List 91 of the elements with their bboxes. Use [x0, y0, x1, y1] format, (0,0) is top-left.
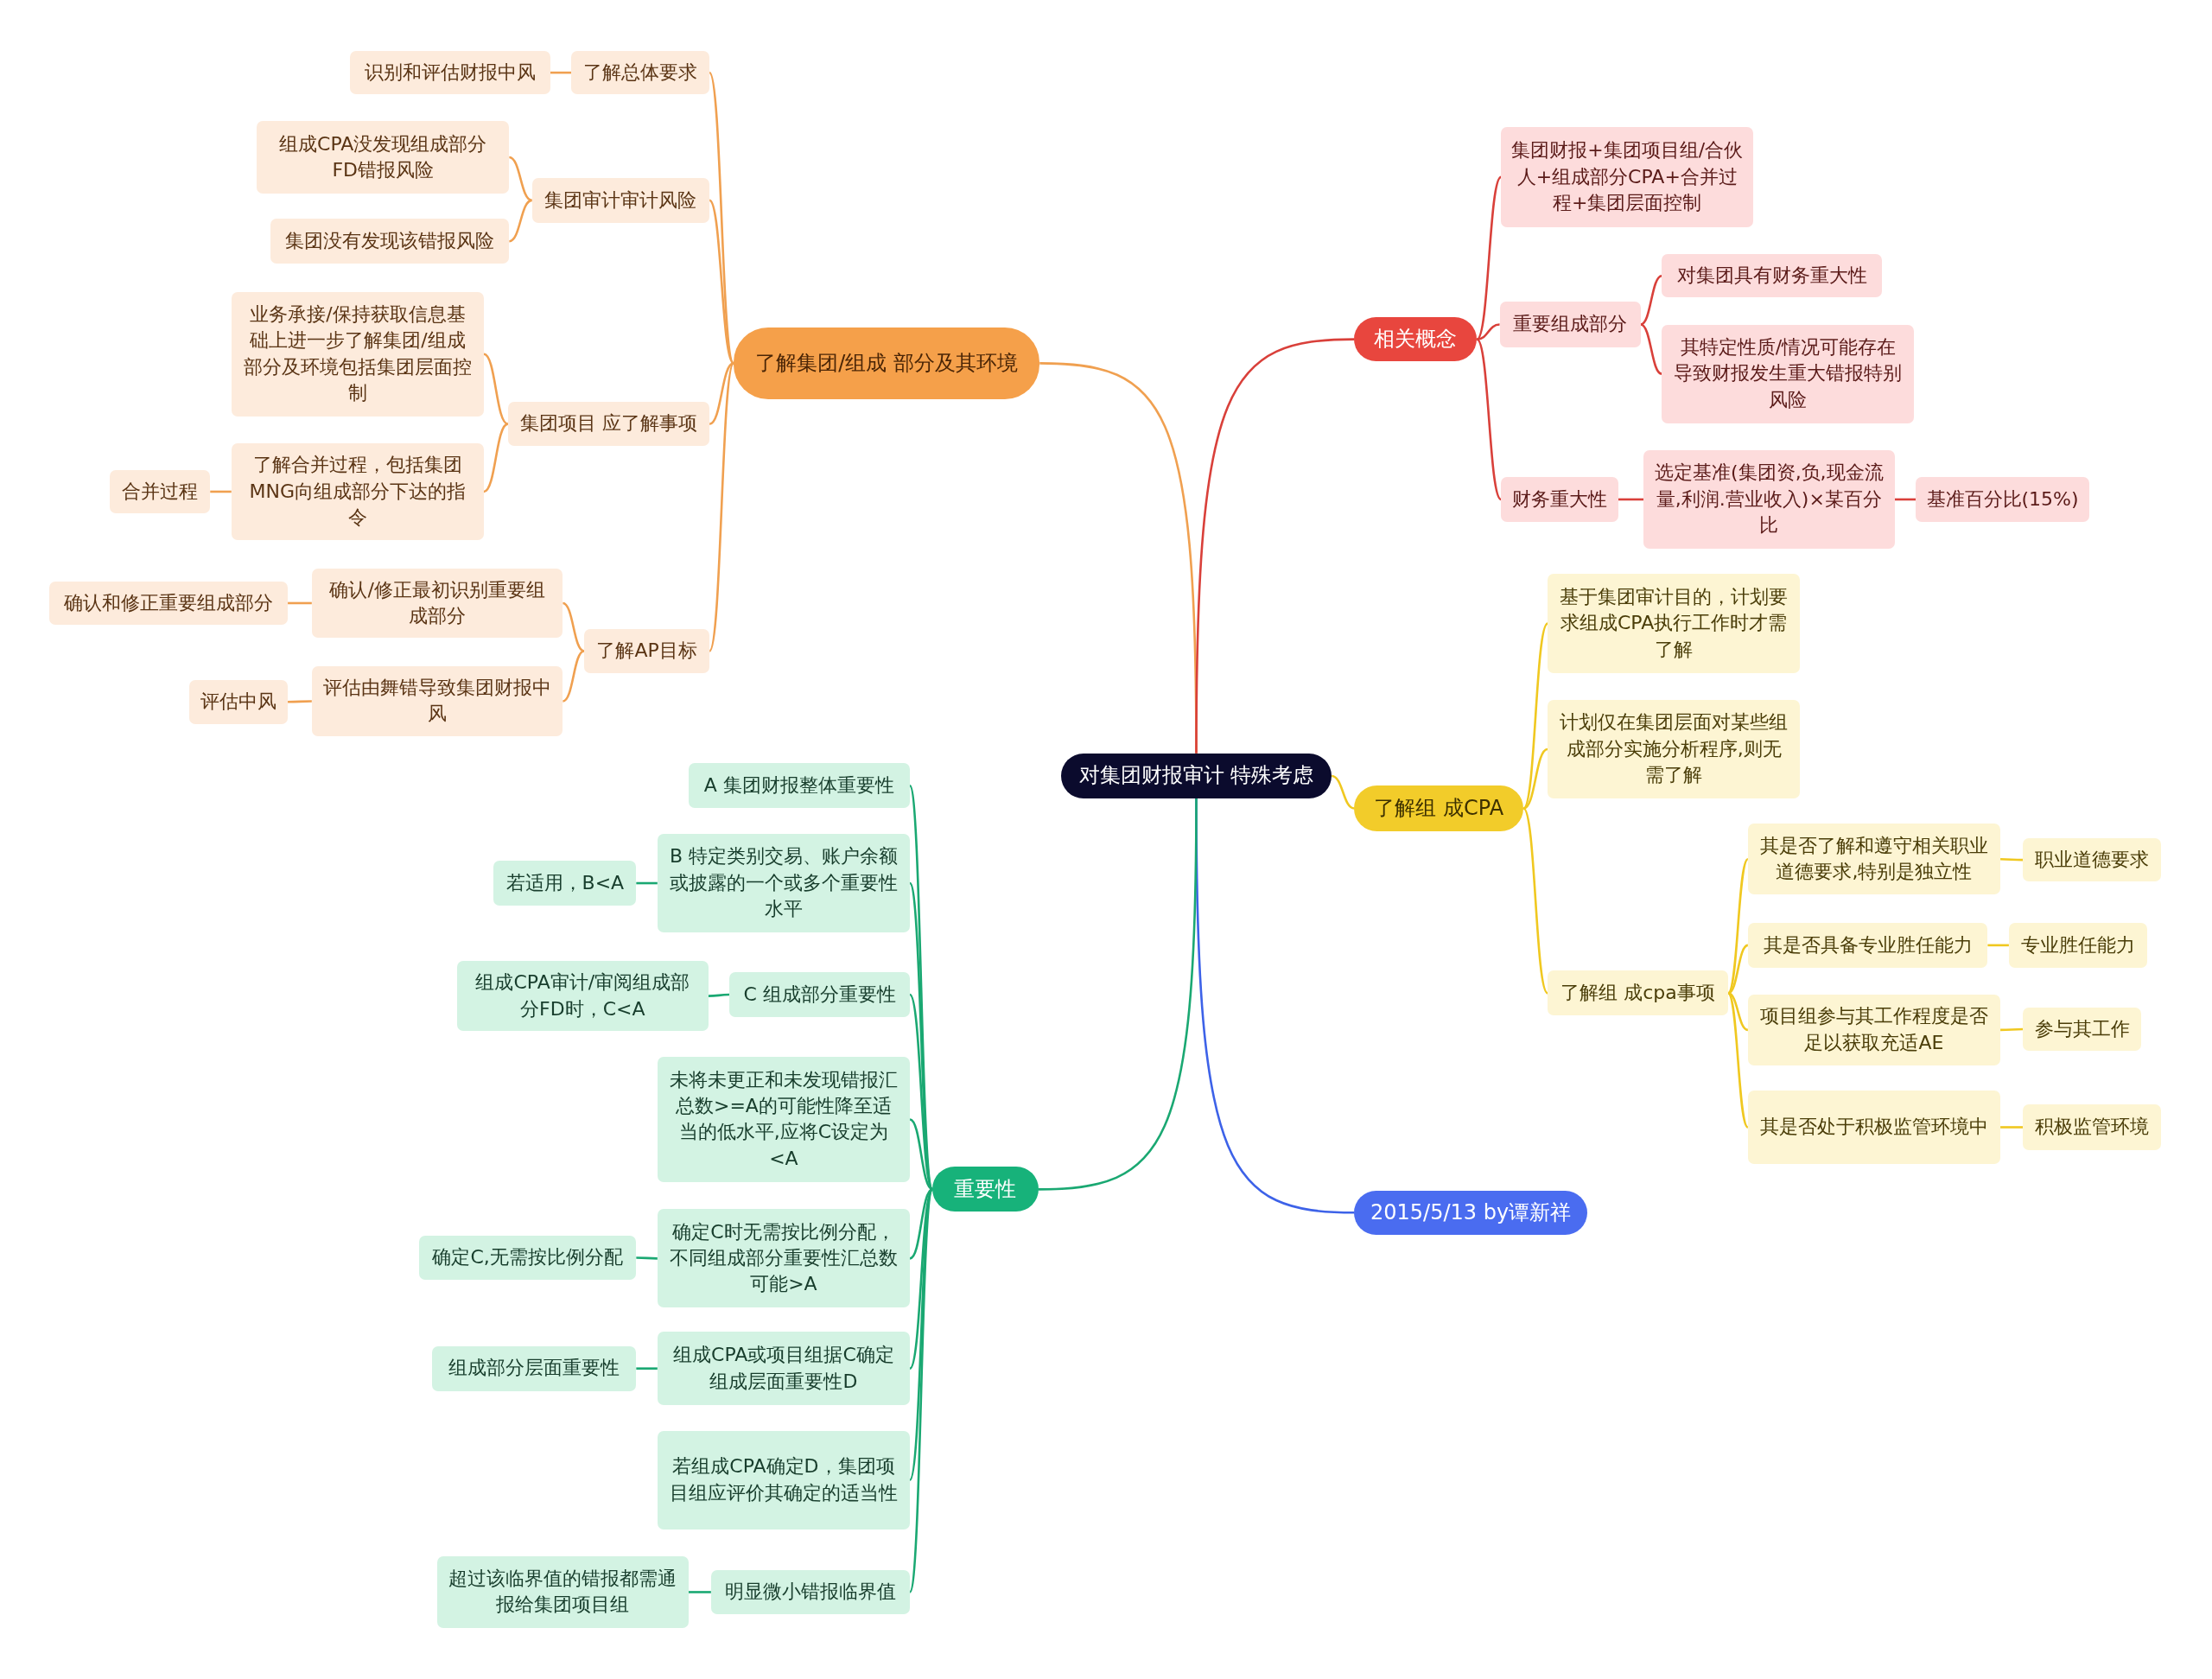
topic-box: 业务承接/保持获取信息基础上进一步了解集团/组成部分及环境包括集团层面控制 [231, 291, 484, 417]
connector-line [1618, 498, 1644, 501]
connector-line [1522, 747, 1548, 810]
connector-line [288, 700, 312, 703]
connector-line [636, 1367, 658, 1370]
connector-line [1331, 774, 1355, 810]
connector-line [2000, 1027, 2024, 1032]
topic-box: 组成CPA审计/审阅组成部分FD时，C<A [456, 960, 709, 1032]
connector-line [483, 353, 509, 425]
topic-box: 集团审计审计风险 [531, 177, 710, 223]
connector-line [1894, 498, 1916, 501]
topic-box: 识别和评估财报中风 [349, 50, 550, 95]
topic-box: 其是否具备专业胜任能力 [1747, 922, 1988, 968]
connector-line [909, 1188, 933, 1260]
topic-box: 若组成CPA确定D，集团项目组应评价其确定的适当性 [657, 1430, 911, 1530]
topic-box: 组成CPA没发现组成部分FD错报风险 [257, 121, 510, 194]
topic-box: 参与其工作 [2023, 1007, 2142, 1052]
topic-box: 积极监管环境 [2023, 1104, 2162, 1150]
connector-line [1476, 338, 1503, 500]
connector-line [288, 601, 312, 605]
topic-box: 职业道德要求 [2023, 837, 2162, 882]
branch-topic: 了解集团/组成 部分及其环境 [733, 327, 1040, 399]
topic-box: 确定C,无需按比例分配 [418, 1236, 637, 1280]
topic-box: 选定基准(集团资,负,现金流量,利润.营业收入)×某百分比 [1643, 449, 1895, 550]
connector-line [709, 362, 734, 425]
connector-line [562, 601, 585, 652]
topic-box: 基准百分比(15%) [1916, 476, 2089, 523]
connector-line [636, 1256, 658, 1260]
connector-line [2000, 1126, 2024, 1129]
topic-box: 了解组 成cpa事项 [1548, 970, 1728, 1016]
branch-topic: 了解组 成CPA [1354, 785, 1524, 831]
topic-box: 财务重大性 [1501, 476, 1618, 523]
topic-box: 确定C时无需按比例分配，不同组成部分重要性汇总数可能>A [657, 1209, 911, 1308]
connector-line [1987, 944, 2009, 947]
topic-box: A 集团财报整体重要性 [688, 763, 911, 809]
connector-line [2000, 858, 2024, 862]
connector-line [1038, 798, 1198, 1191]
connector-line [1476, 176, 1503, 340]
connector-line [1727, 992, 1749, 1032]
connector-line [688, 1591, 711, 1593]
topic-box: 确认和修正重要组成部分 [49, 581, 289, 626]
connector-line [1195, 338, 1355, 754]
connector-line [550, 71, 572, 74]
topic-box: C 组成部分重要性 [729, 971, 911, 1018]
topic-box: 计划仅在集团层面对某些组成部分实施分析程序,则无需了解 [1548, 699, 1801, 799]
central-topic: 对集团财报审计 特殊考虑 [1060, 753, 1332, 799]
topic-box: 了解总体要求 [571, 50, 710, 95]
topic-box: 集团项目 应了解事项 [507, 402, 710, 446]
topic-box: 项目组参与其工作程度是否足以获取充适AE [1747, 995, 2001, 1065]
topic-box: 集团没有发现该错报风险 [270, 219, 510, 264]
topic-box: 评估中风 [188, 679, 289, 724]
connector-line [709, 200, 734, 365]
topic-box: 对集团具有财务重大性 [1662, 253, 1882, 298]
topic-box: 基于集团审计目的，计划要求组成CPA执行工作时才需了解 [1548, 574, 1801, 673]
connector-line [1477, 323, 1500, 340]
connector-line [1640, 323, 1662, 375]
topic-box: 组成CPA或项目组据C确定组成层面重要性D [657, 1332, 911, 1406]
topic-box: 重要组成部分 [1499, 302, 1641, 347]
connector-line [1522, 622, 1549, 810]
topic-box: 其是否了解和遵守相关职业道德要求,特别是独立性 [1747, 824, 2001, 895]
branch-topic: 相关概念 [1354, 317, 1478, 361]
topic-box: B 特定类别交易、账户余额或披露的一个或多个重要性水平 [657, 833, 911, 933]
topic-box: 超过该临界值的错报都需通报给集团项目组 [437, 1555, 689, 1629]
connector-line [562, 650, 585, 703]
connector-line [210, 490, 232, 493]
topic-box: 若适用，B<A [493, 860, 637, 906]
connector-line [636, 881, 658, 885]
topic-box: 合并过程 [110, 469, 211, 514]
topic-box: 其特定性质/情况可能存在导致财报发生重大错报特别风险 [1662, 324, 1915, 423]
connector-line [509, 199, 532, 243]
topic-box: 集团财报+集团项目组/合伙人+组成部分CPA+合并过程+集团层面控制 [1501, 126, 1754, 227]
topic-box: 了解合并过程，包括集团MNG向组成部分下达的指令 [231, 442, 484, 541]
topic-box: 明显微小错报临界值 [710, 1570, 911, 1614]
connector-line [1727, 944, 1749, 995]
topic-box: 了解AP目标 [583, 629, 710, 673]
topic-box: 评估由舞错导致集团财报中风 [311, 665, 563, 737]
connector-line [509, 156, 532, 202]
branch-topic: 重要性 [932, 1167, 1039, 1212]
connector-line [483, 423, 509, 493]
topic-box: 专业胜任能力 [2008, 922, 2147, 968]
connector-line [708, 993, 730, 997]
branch-topic: 2015/5/13 by谭新祥 [1354, 1190, 1587, 1235]
connector-line [1727, 992, 1749, 1129]
topic-box: 未将未更正和未发现错报汇总数>=A的可能性降至适当的低水平,应将C设定为<A [657, 1056, 911, 1183]
connector-line [909, 1118, 933, 1191]
connector-line [1640, 274, 1662, 326]
topic-box: 其是否处于积极监管环境中 [1747, 1091, 2001, 1164]
topic-box: 确认/修正最初识别重要组成部分 [311, 568, 563, 638]
topic-box: 组成部分层面重要性 [431, 1345, 637, 1391]
connector-line [709, 362, 735, 652]
connector-line [1522, 807, 1549, 995]
